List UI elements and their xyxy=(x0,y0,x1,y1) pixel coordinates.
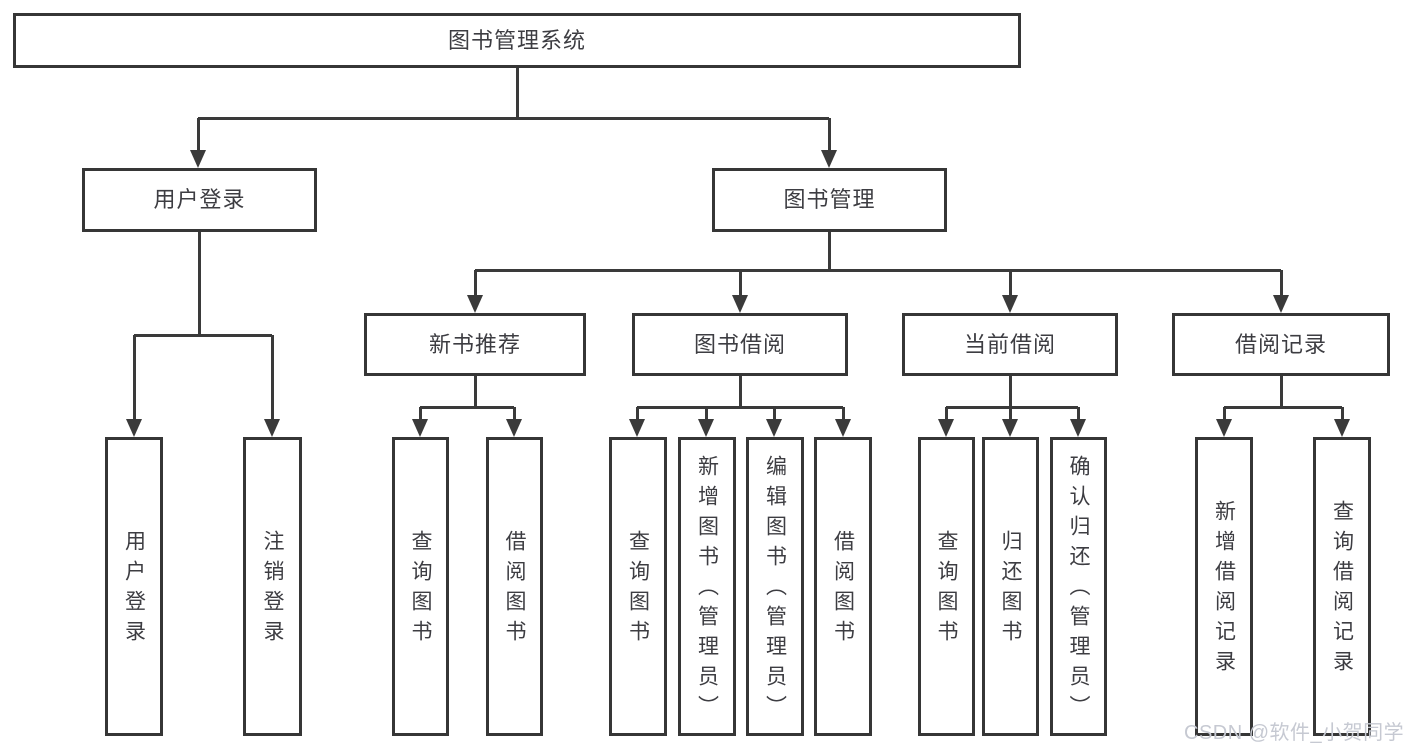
leaf-query-book-1: 查询图书 xyxy=(392,437,449,736)
arrow-down-icon xyxy=(412,419,428,437)
connector-line-vertical xyxy=(474,376,477,407)
leaf-logout: 注销登录 xyxy=(243,437,302,736)
arrow-down-icon xyxy=(766,419,782,437)
connector-line-horizontal xyxy=(420,406,514,409)
arrow-down-icon xyxy=(264,419,280,437)
connector-line-vertical xyxy=(1077,407,1080,423)
leaf-borrow-book-1: 借阅图书 xyxy=(486,437,543,736)
arrow-down-icon xyxy=(1070,419,1086,437)
arrow-down-icon xyxy=(506,419,522,437)
leaf-add-borrow-record: 新增借阅记录 xyxy=(1195,437,1253,736)
arrow-down-icon xyxy=(821,150,837,168)
connector-line-vertical xyxy=(419,407,422,423)
leaf-query-book-2: 查询图书 xyxy=(609,437,667,736)
node-book-borrow: 图书借阅 xyxy=(632,313,848,376)
connector-line-vertical xyxy=(739,270,742,299)
arrow-down-icon xyxy=(467,295,483,313)
leaf-return-book: 归还图书 xyxy=(982,437,1039,736)
node-user-login: 用户登录 xyxy=(82,168,317,232)
leaf-edit-book-admin: 编辑图书（管理员） xyxy=(746,437,804,736)
arrow-down-icon xyxy=(1334,419,1350,437)
leaf-query-book-3: 查询图书 xyxy=(918,437,975,736)
connector-line-horizontal xyxy=(946,406,1078,409)
connector-line-vertical xyxy=(474,270,477,299)
node-new-book-recommend: 新书推荐 xyxy=(364,313,586,376)
arrow-down-icon xyxy=(190,150,206,168)
connector-line-vertical xyxy=(1341,407,1344,423)
leaf-add-book-admin: 新增图书（管理员） xyxy=(678,437,736,736)
connector-line-vertical xyxy=(1280,270,1283,299)
watermark-text: CSDN @软件_小贺同学 xyxy=(1184,722,1405,744)
connector-line-horizontal xyxy=(198,117,829,120)
connector-line-vertical xyxy=(198,232,201,335)
connector-line-horizontal xyxy=(637,406,843,409)
node-current-borrow: 当前借阅 xyxy=(902,313,1118,376)
arrow-down-icon xyxy=(126,419,142,437)
connector-line-vertical xyxy=(828,118,831,154)
connector-line-horizontal xyxy=(134,334,272,337)
connector-line-vertical xyxy=(636,407,639,423)
arrow-down-icon xyxy=(698,419,714,437)
arrow-down-icon xyxy=(1002,419,1018,437)
connector-line-vertical xyxy=(197,118,200,154)
connector-line-vertical xyxy=(516,68,519,118)
node-book-management: 图书管理 xyxy=(712,168,947,232)
node-borrow-records: 借阅记录 xyxy=(1172,313,1390,376)
arrow-down-icon xyxy=(938,419,954,437)
arrow-down-icon xyxy=(1273,295,1289,313)
leaf-confirm-return-admin: 确认归还（管理员） xyxy=(1050,437,1107,736)
arrow-down-icon xyxy=(732,295,748,313)
connector-line-vertical xyxy=(1009,376,1012,407)
leaf-borrow-book-2: 借阅图书 xyxy=(814,437,872,736)
connector-line-vertical xyxy=(842,407,845,423)
connector-line-horizontal xyxy=(475,269,1281,272)
connector-line-vertical xyxy=(1223,407,1226,423)
connector-line-vertical xyxy=(739,376,742,407)
arrow-down-icon xyxy=(835,419,851,437)
connector-line-vertical xyxy=(1280,376,1283,407)
connector-line-vertical xyxy=(133,335,136,423)
arrow-down-icon xyxy=(1216,419,1232,437)
connector-line-vertical xyxy=(828,232,831,270)
connector-line-vertical xyxy=(271,335,274,423)
arrow-down-icon xyxy=(1002,295,1018,313)
connector-line-vertical xyxy=(945,407,948,423)
connector-line-vertical xyxy=(1009,407,1012,423)
leaf-user-login: 用户登录 xyxy=(105,437,163,736)
connector-line-horizontal xyxy=(1224,406,1342,409)
connector-line-vertical xyxy=(705,407,708,423)
node-root: 图书管理系统 xyxy=(13,13,1021,68)
arrow-down-icon xyxy=(629,419,645,437)
connector-line-vertical xyxy=(773,407,776,423)
leaf-query-borrow-record: 查询借阅记录 xyxy=(1313,437,1371,736)
connector-line-vertical xyxy=(1009,270,1012,299)
connector-line-vertical xyxy=(513,407,516,423)
